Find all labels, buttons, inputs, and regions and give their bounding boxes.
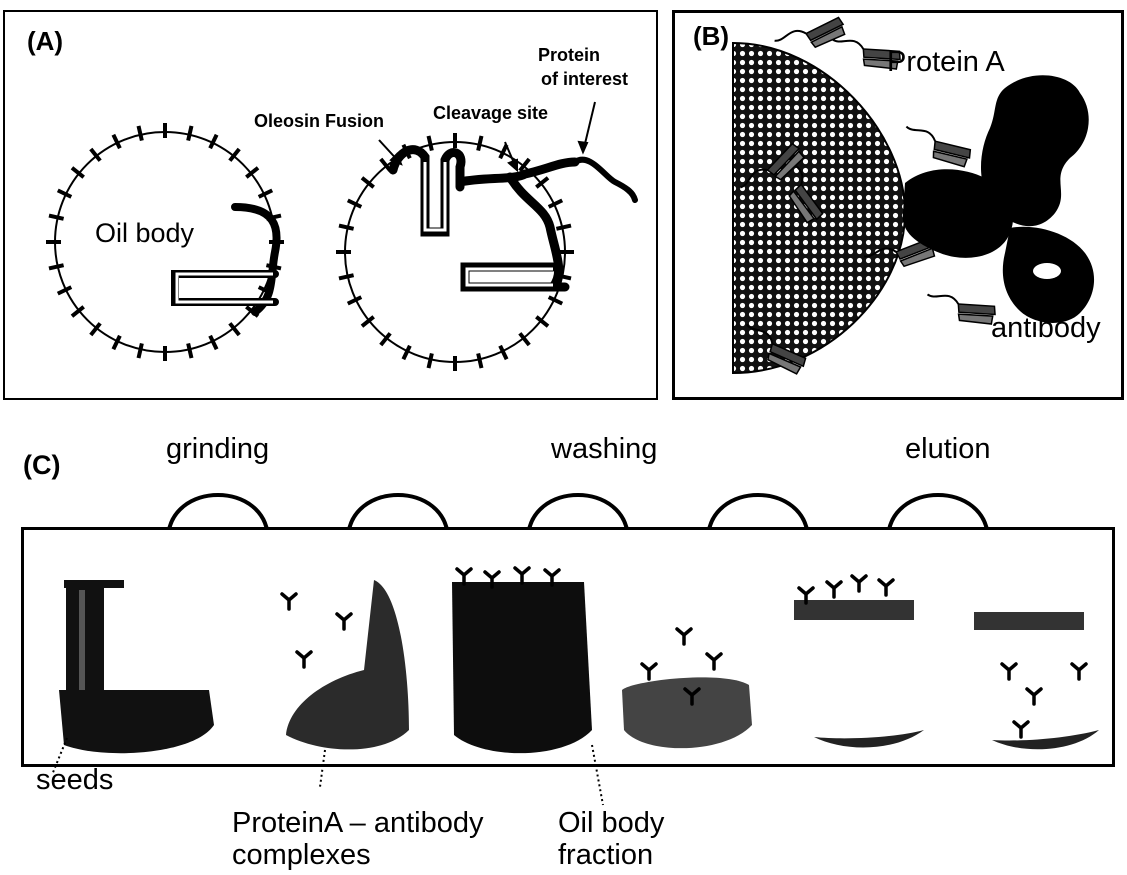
oleosin-tick <box>49 265 64 268</box>
antibody-glyph <box>337 614 351 629</box>
oleosin-tick <box>339 226 354 229</box>
oleosin-tick <box>478 136 481 151</box>
oleosin-tick <box>188 126 191 141</box>
antibody-glyph <box>1014 722 1028 737</box>
antibody-glyph <box>677 629 691 644</box>
antibody-glyph <box>879 580 893 595</box>
fraction-label-line2: fraction <box>558 840 653 872</box>
panel-c <box>21 527 1115 767</box>
fraction-label-line1: Oil body <box>558 808 664 840</box>
oleosin-tick <box>139 126 142 141</box>
tube-washed <box>622 629 752 748</box>
oleosin-tick <box>339 275 354 278</box>
antibody-label: antibody <box>991 313 1101 343</box>
step-washing: washing <box>551 434 657 464</box>
seeds-label: seeds <box>36 765 113 797</box>
antibody-glyph <box>707 654 721 669</box>
protein-a-label: Protein A <box>887 47 1005 77</box>
panel-a-label: (A) <box>27 28 63 55</box>
step-elution: elution <box>905 434 990 464</box>
oleosin-tick <box>188 343 191 358</box>
panel-b-label: (B) <box>693 23 729 50</box>
protein-of-interest-line2: of interest <box>541 70 628 89</box>
complexes-label-line2: complexes <box>232 840 371 872</box>
antibody-shape <box>903 75 1094 323</box>
cleavage-site-label: Cleavage site <box>433 104 548 123</box>
protein-of-interest-line1: Protein <box>538 46 600 65</box>
panel-c-label: (C) <box>23 451 60 479</box>
oleosin-fusion-right <box>393 150 635 287</box>
oleosin-tick <box>429 353 432 368</box>
tube-oil-fraction <box>452 568 592 753</box>
tube-eluted <box>974 612 1099 749</box>
antibody-glyph <box>282 594 296 609</box>
antibody-glyph <box>297 652 311 667</box>
oleosin-tick <box>556 226 571 229</box>
antibody-glyph <box>1002 664 1016 679</box>
protein-a-ribbon <box>924 292 997 326</box>
oil-body-label: Oil body <box>95 219 194 247</box>
antibody-glyph <box>827 582 841 597</box>
oleosin-fusion-label: Oleosin Fusion <box>254 112 384 131</box>
panel-a: (A) Oil body Oleosin Fusion Cleavage sit… <box>3 10 658 400</box>
antibody-glyph <box>1072 664 1086 679</box>
antibody-glyph <box>852 576 866 591</box>
protein-a-ribbon <box>900 124 973 169</box>
panel-c-drawing <box>24 530 1118 770</box>
antibody-glyph <box>457 569 471 584</box>
oleosin-tick <box>139 343 142 358</box>
step-grinding: grinding <box>166 434 269 464</box>
oleosin-tick <box>478 353 481 368</box>
antibody-glyph <box>642 664 656 679</box>
antibody-glyph <box>515 568 529 583</box>
panel-b: (B) Protein A antibody <box>672 10 1124 400</box>
oleosin-tick <box>49 216 64 219</box>
antibody-glyph <box>1027 689 1041 704</box>
tube-seeds <box>59 580 214 753</box>
oleosin-tick <box>429 136 432 151</box>
tube-complexes <box>282 580 409 749</box>
complexes-label-line1: ProteinA – antibody <box>232 808 484 840</box>
tube-oil-layer <box>794 576 924 747</box>
